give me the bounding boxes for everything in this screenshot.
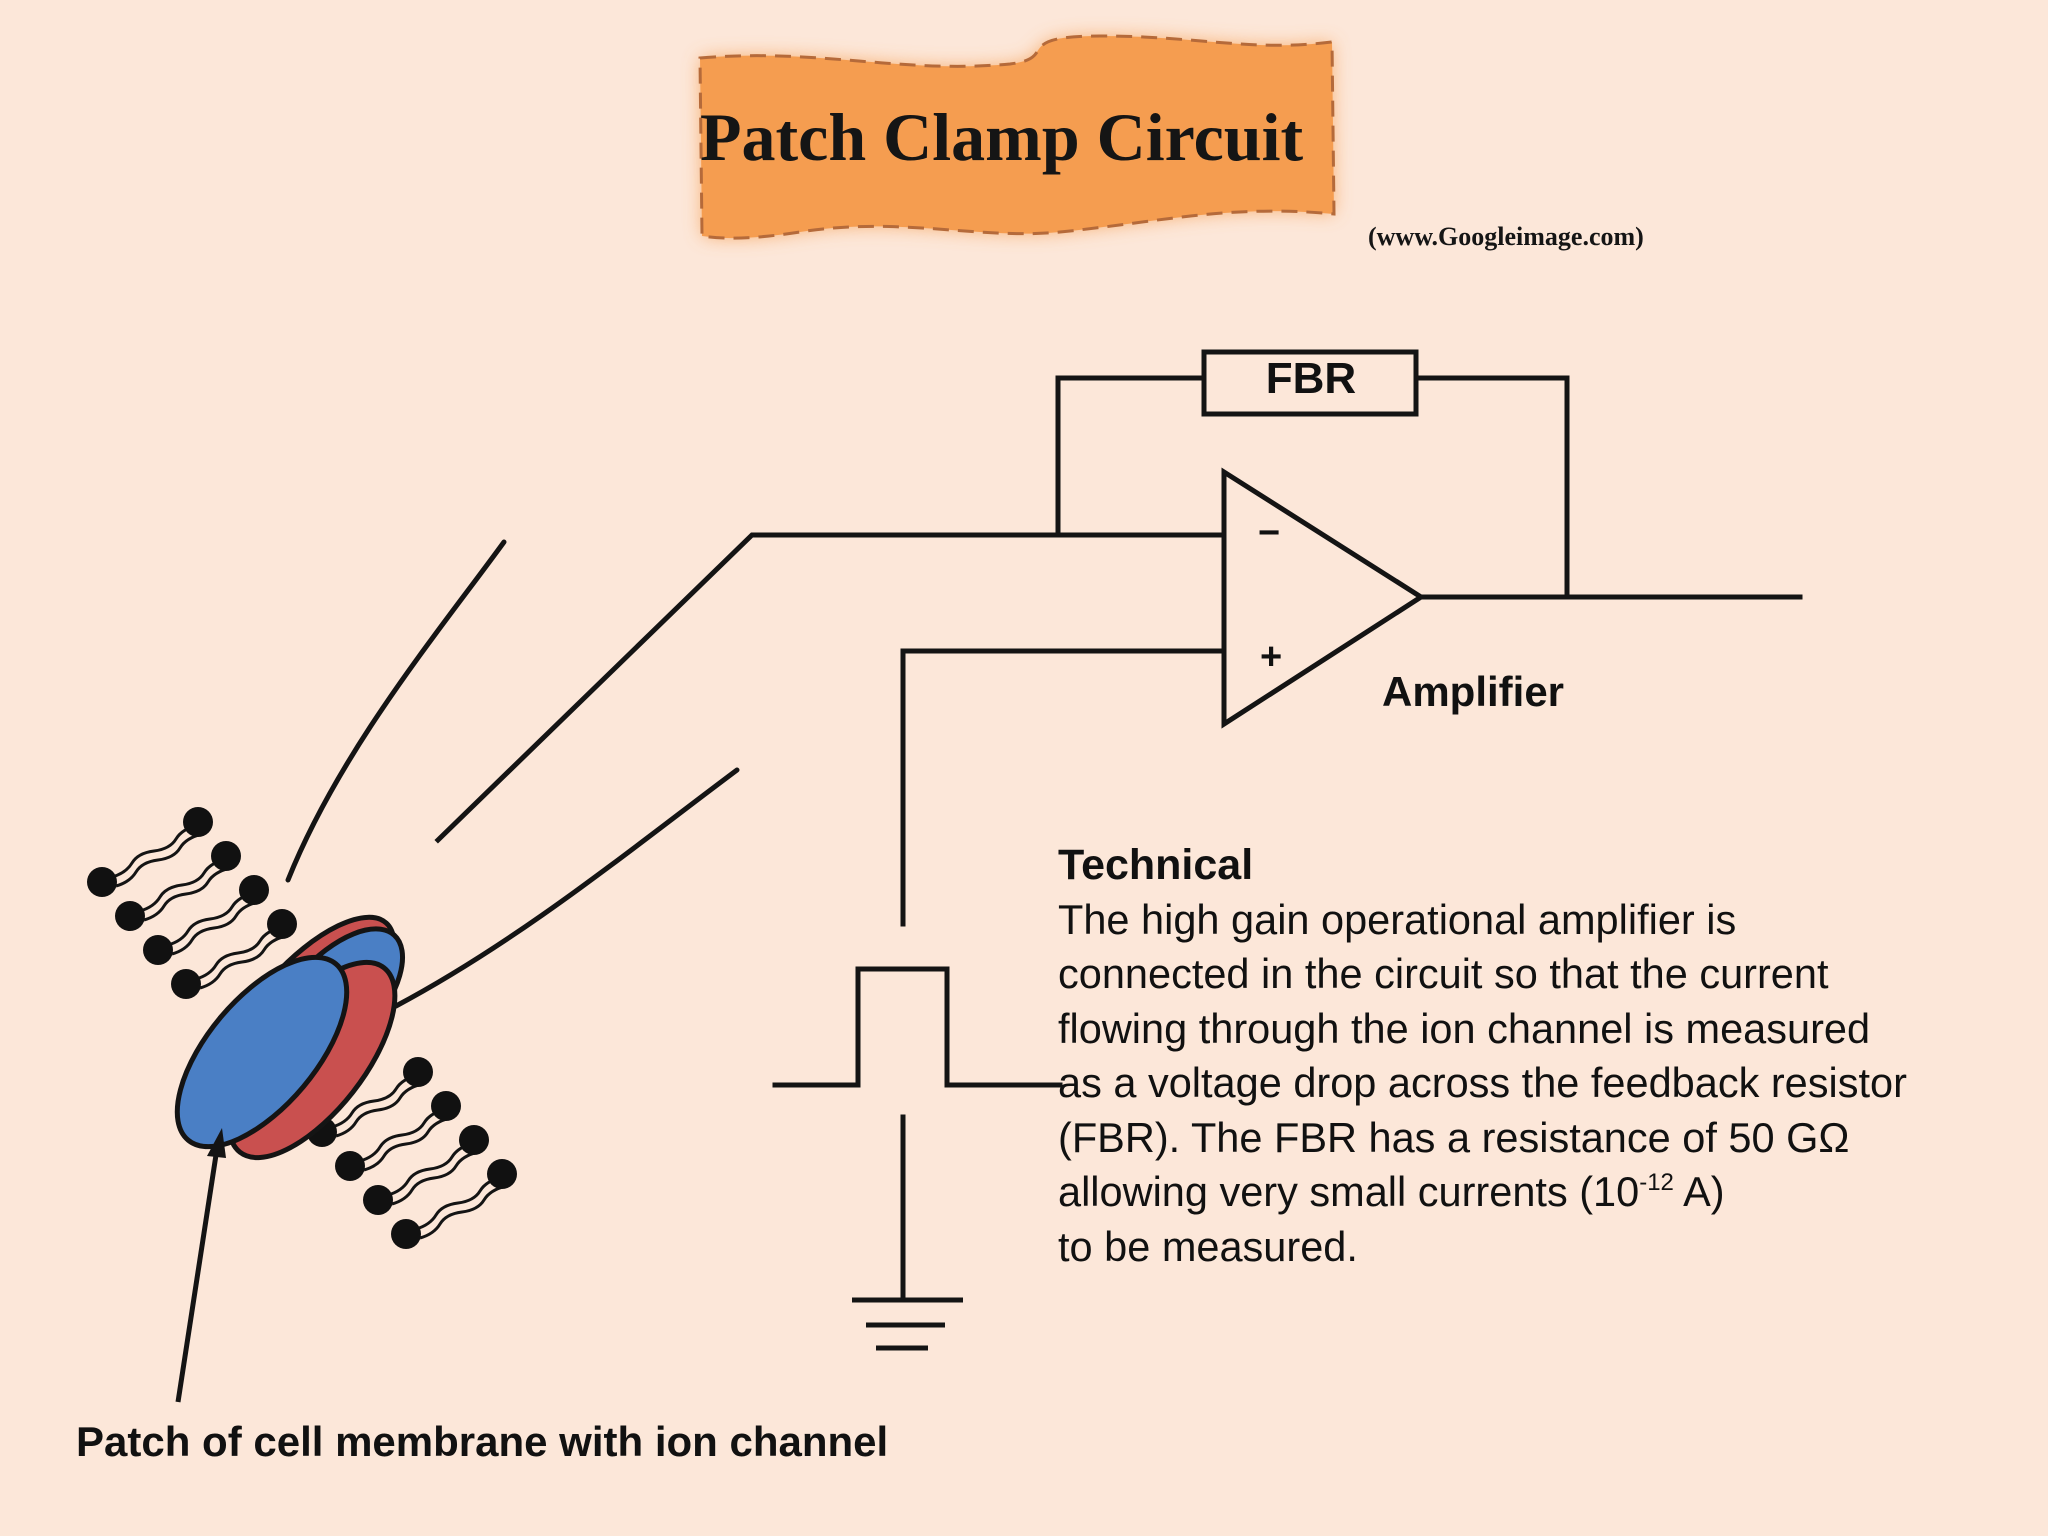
source-credit: (www.Googleimage.com): [1368, 222, 1644, 251]
plus-sign: +: [1260, 636, 1283, 678]
noninverting-input-wire: [900, 648, 1227, 927]
phospholipid: [115, 841, 241, 931]
phospholipid: [335, 1091, 461, 1181]
inverting-input-wire: [434, 532, 1227, 844]
technical-line: as a voltage drop across the feedback re…: [1058, 1059, 1907, 1106]
fbr-label: FBR: [1265, 354, 1357, 403]
feedback-wire-left: [1055, 375, 1207, 538]
ground-symbol: [852, 1297, 963, 1351]
exponent: -12: [1639, 1169, 1674, 1196]
technical-line: connected in the circuit so that the cur…: [1058, 950, 1829, 997]
phospholipid: [87, 807, 213, 897]
membrane-label: Patch of cell membrane with ion channel: [76, 1418, 889, 1465]
line6-prefix: allowing very small currents (10: [1058, 1168, 1640, 1215]
line6-suffix: A): [1673, 1168, 1725, 1215]
page-title: Patch Clamp Circuit: [700, 99, 1304, 175]
phospholipid: [307, 1057, 433, 1147]
technical-line: (FBR). The FBR has a resistance of 50 GΩ: [1058, 1113, 1850, 1161]
feedback-wire-right: [1413, 375, 1570, 595]
amplifier-label: Amplifier: [1382, 668, 1565, 715]
op-amp-triangle: [1221, 467, 1426, 729]
voltage-step-source: [772, 966, 1063, 1088]
ion-channel: [174, 914, 406, 1161]
phospholipid: [391, 1159, 517, 1249]
technical-line: allowing very small currents (10-12 A): [1058, 1165, 2038, 1220]
lipid-bilayer: [87, 807, 517, 1249]
technical-line: flowing through the ion channel is measu…: [1058, 1004, 1871, 1052]
pipette: [285, 539, 740, 1009]
technical-description: Technical The high gain operational ampl…: [1058, 838, 2038, 1274]
phospholipid: [171, 909, 297, 999]
phospholipid: [363, 1125, 489, 1215]
minus-sign: −: [1258, 512, 1281, 554]
title-banner: [698, 34, 1336, 240]
fbr-resistor: [1201, 349, 1419, 417]
membrane-pointer-arrow: [175, 1128, 226, 1403]
technical-line: The high gain operational amplifier is: [1058, 895, 1737, 943]
technical-heading: Technical: [1058, 841, 1254, 889]
technical-line: to be measured.: [1058, 1222, 1358, 1270]
phospholipid: [143, 875, 269, 965]
